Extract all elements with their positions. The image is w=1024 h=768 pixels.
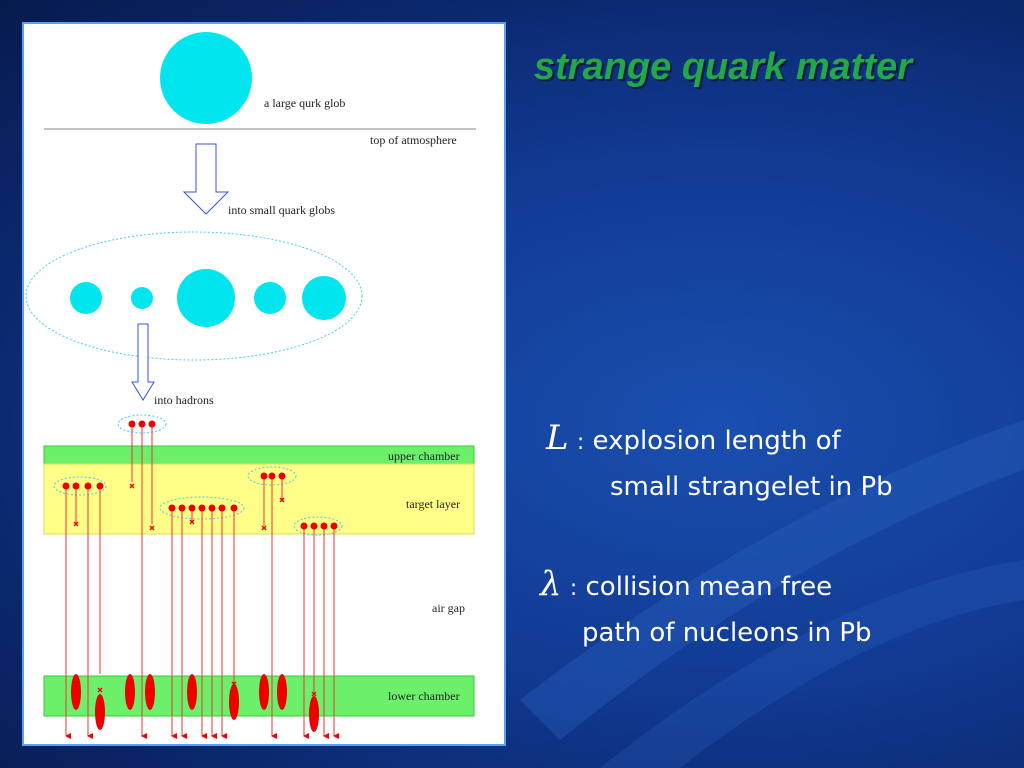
collision-marks [73, 483, 317, 697]
small-glob-2 [131, 287, 153, 309]
definition-line1: explosion length of [592, 426, 841, 456]
label-lower-chamber: lower chamber [388, 689, 460, 703]
label-air-gap: air gap [432, 601, 465, 615]
slide-title: strange quark matter [534, 46, 913, 88]
colon: : [576, 430, 585, 455]
label-upper-chamber: upper chamber [388, 449, 460, 463]
label-large-glob: a large qurk glob [264, 96, 345, 110]
small-globs-group [25, 231, 363, 361]
target-layer [43, 463, 475, 535]
symbol-lambda: λ [540, 564, 562, 604]
small-glob-1 [70, 282, 102, 314]
small-glob-5 [302, 276, 346, 320]
definition-mean-free-path: λ : collision mean free path of nucleons… [540, 562, 872, 655]
definition-line2: path of nucleons in Pb [582, 618, 872, 648]
strangelet-diagram: a large qurk glob top of atmosphere into… [25, 32, 476, 739]
label-small-globs: into small quark globs [228, 203, 335, 217]
small-glob-3 [177, 269, 235, 327]
hadron-dots [62, 420, 338, 530]
definition-line2: small strangelet in Pb [610, 472, 893, 502]
hadron-clusters [53, 414, 343, 536]
showers [71, 674, 319, 732]
particle-tracks [65, 424, 339, 739]
symbol-L: L [546, 418, 569, 458]
colon: : [569, 576, 578, 601]
lower-chamber [43, 675, 475, 717]
arrow-to-hadrons [131, 323, 155, 401]
label-target-layer: target layer [406, 497, 460, 511]
label-top-atmosphere: top of atmosphere [370, 133, 457, 147]
definition-line1: collision mean free [585, 572, 833, 602]
diagram-panel: a large qurk glob top of atmosphere into… [22, 22, 506, 746]
arrow-to-small-globs [182, 143, 230, 215]
large-quark-glob [160, 32, 252, 124]
label-hadrons: into hadrons [154, 393, 214, 407]
small-glob-4 [254, 282, 286, 314]
definition-explosion-length: L : explosion length of small strangelet… [546, 416, 893, 509]
